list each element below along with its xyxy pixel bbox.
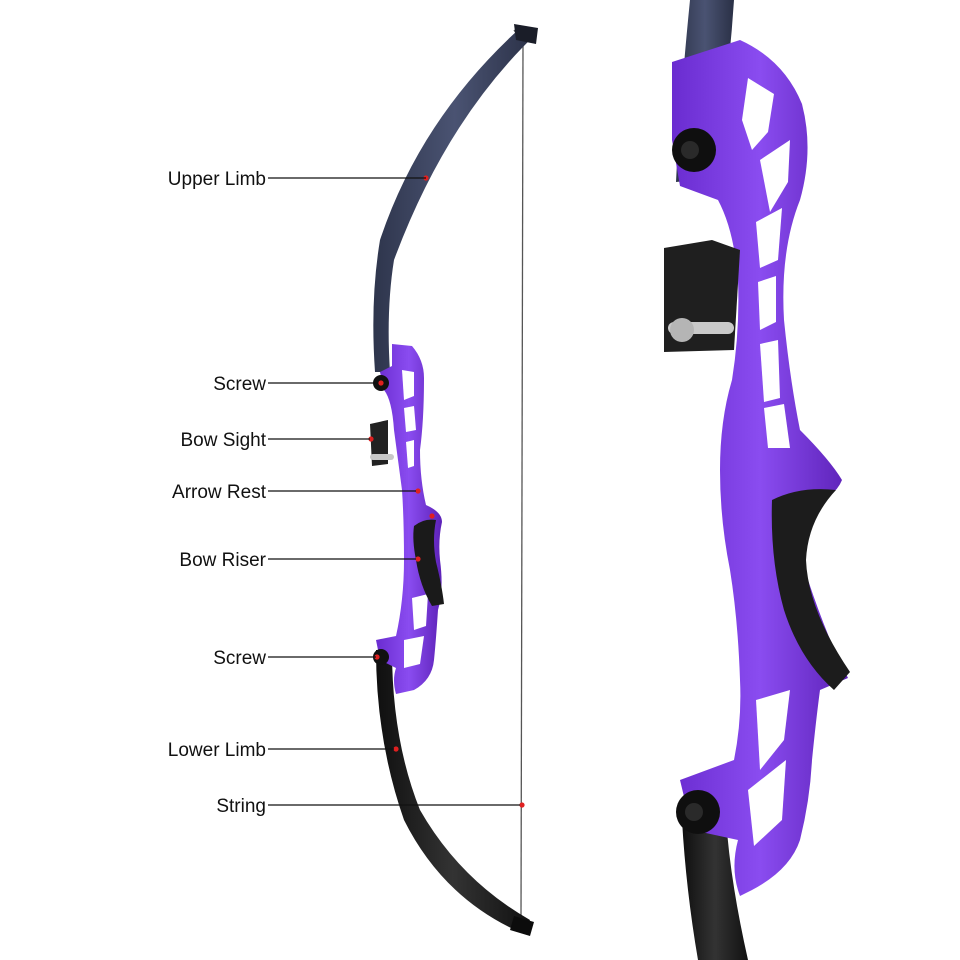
bow-sight-pin <box>370 454 394 460</box>
label-lower-limb: Lower Limb <box>168 740 266 761</box>
closeup-grip-shape <box>771 489 850 690</box>
riser-closeup <box>664 0 850 960</box>
lower-screw-shape <box>373 649 389 665</box>
closeup-lower-limb <box>682 818 748 960</box>
closeup-upper-screw-head <box>681 141 699 159</box>
label-upper-screw: Screw <box>213 374 266 395</box>
lower-limb-tip <box>510 916 534 936</box>
closeup-cutouts <box>742 78 790 846</box>
closeup-bow-sight-knob <box>670 318 694 342</box>
part-labels: Upper Limb Screw Bow Sight Arrow Rest Bo… <box>168 169 267 817</box>
lower-limb-shape <box>376 650 530 934</box>
label-bow-sight: Bow Sight <box>180 430 266 451</box>
riser-cutouts <box>402 370 428 668</box>
upper-limb-tip <box>514 24 538 44</box>
label-lower-screw: Screw <box>213 648 266 669</box>
label-bow-riser: Bow Riser <box>179 550 266 571</box>
leader-lines <box>268 177 520 806</box>
full-bow <box>370 24 538 936</box>
grip-shape <box>413 519 444 606</box>
closeup-lower-screw-head <box>685 803 703 821</box>
bow-string <box>520 43 524 919</box>
label-arrow-rest: Arrow Rest <box>172 482 267 503</box>
part-markers <box>368 175 525 808</box>
upper-limb-shape <box>373 30 536 372</box>
label-string: String <box>216 796 266 817</box>
label-upper-limb: Upper Limb <box>168 169 266 190</box>
closeup-riser-shape <box>672 40 848 896</box>
